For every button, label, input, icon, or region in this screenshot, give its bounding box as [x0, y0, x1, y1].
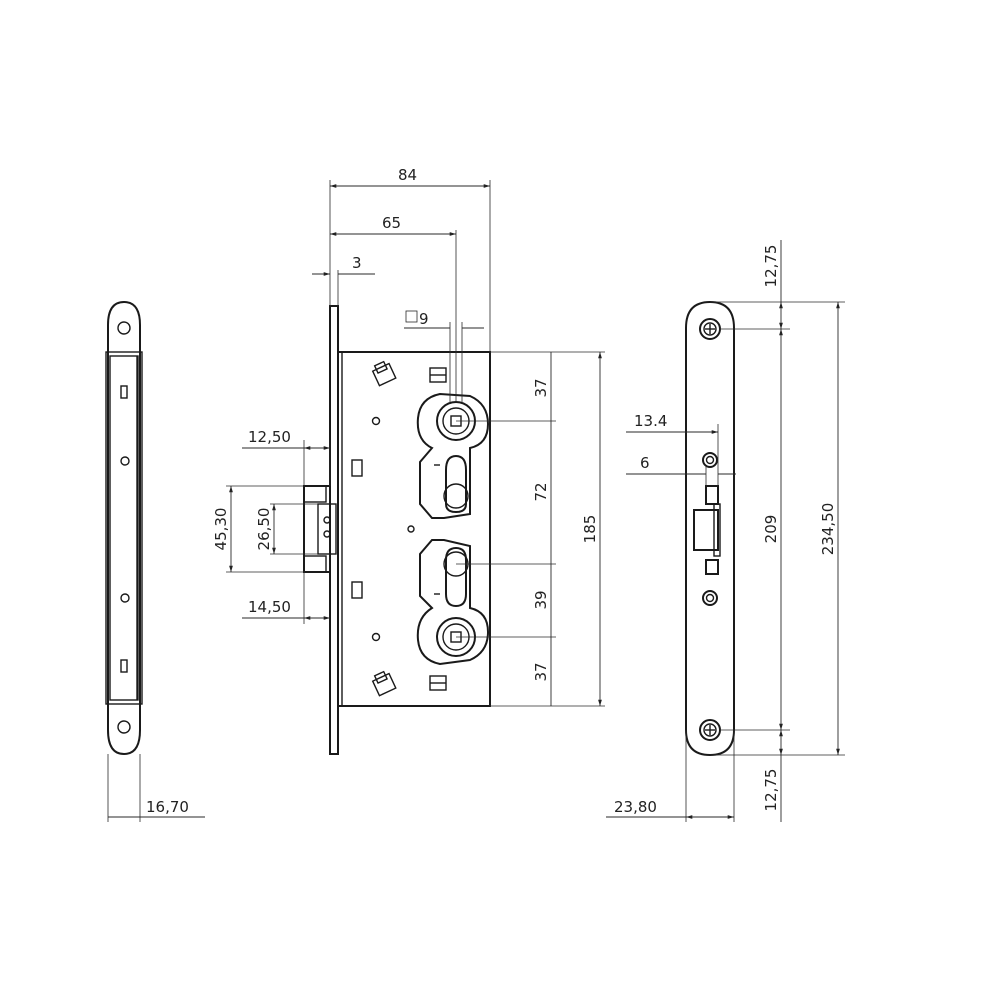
dim-65: 65: [382, 214, 401, 232]
dim-12-75-bottom: 12,75: [762, 769, 780, 812]
faceplate-front-view: 13.4 6 12,75 209 12,75 234,50 23,80: [606, 240, 845, 822]
dim-12-50: 12,50: [248, 428, 291, 446]
dim-9: 9: [419, 310, 429, 328]
dim-16-70: 16,70: [146, 798, 189, 816]
lock-body-view: 84 65 3 9 37 72 39 37 185 12,50: [212, 166, 605, 755]
small-screw-bottom: [702, 590, 718, 606]
dim-234-50: 234,50: [819, 503, 837, 556]
dim-185: 185: [581, 515, 599, 544]
screw-hole: [117, 720, 131, 734]
dim-14-50: 14,50: [248, 598, 291, 616]
dim-12-75-top: 12,75: [762, 245, 780, 288]
screw-hole: [117, 321, 131, 335]
dim-13-4: 13.4: [634, 412, 667, 430]
cylinder-hole-bottom: [445, 546, 467, 608]
dim-37-top: 37: [532, 378, 550, 397]
dim-26-50: 26,50: [255, 508, 273, 551]
dim-72: 72: [532, 482, 550, 501]
dim-45-30: 45,30: [212, 508, 230, 551]
latch-opening: [693, 509, 719, 551]
dim-6: 6: [640, 454, 650, 472]
dim-3: 3: [352, 254, 362, 272]
dim-209: 209: [762, 515, 780, 544]
side-view: 16,70: [105, 300, 205, 822]
small-screw-top: [702, 452, 718, 468]
faceplate: [329, 305, 339, 755]
dim-23-80: 23,80: [614, 798, 657, 816]
case: [337, 351, 491, 707]
dim-39: 39: [532, 590, 550, 609]
dim-84: 84: [398, 166, 417, 184]
cylinder-hole-top: [445, 454, 467, 514]
dim-37-bottom: 37: [532, 662, 550, 681]
